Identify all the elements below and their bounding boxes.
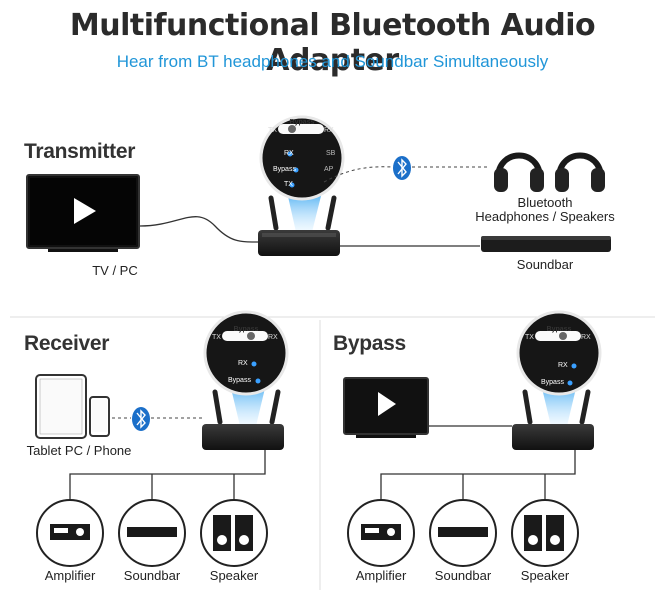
led-label-bypass: Bypass xyxy=(273,166,296,173)
mode-switch-zoom xyxy=(203,310,289,396)
mode-switch-zoom xyxy=(259,115,345,201)
switch-label-left: TX xyxy=(212,334,221,341)
led-label-bypass: Bypass xyxy=(541,379,564,386)
side-label-ap: AP xyxy=(324,166,334,173)
speaker-icon xyxy=(511,499,579,567)
bluetooth-label-line2: Headphones / Speakers xyxy=(475,209,615,224)
headphones-icon xyxy=(555,152,605,192)
switch-label-top: Bypass xyxy=(289,119,315,126)
led-label-tx: TX xyxy=(284,181,293,188)
switch-label-left: TX xyxy=(268,127,277,134)
bluetooth-label-line1: Bluetooth xyxy=(517,195,573,210)
soundbar-icon xyxy=(118,499,186,567)
section-title-receiver: Receiver xyxy=(24,332,110,355)
led-label-rx: RX xyxy=(284,150,294,157)
amplifier-icon xyxy=(347,499,415,567)
adapter-device xyxy=(258,192,340,256)
output-label-soundbar: Soundbar xyxy=(434,568,492,583)
headphones-icon xyxy=(494,152,544,192)
switch-label-right: RX xyxy=(581,334,591,341)
mode-switch-zoom xyxy=(516,310,602,396)
soundbar-label: Soundbar xyxy=(516,257,574,272)
led-label-bypass: Bypass xyxy=(228,377,251,384)
soundbar-icon xyxy=(429,499,497,567)
speaker-icon xyxy=(200,499,268,567)
output-label-soundbar: Soundbar xyxy=(123,568,181,583)
tv-monitor-icon xyxy=(26,174,140,252)
tablet-phone-label: Tablet PC / Phone xyxy=(26,443,132,458)
soundbar-icon xyxy=(481,236,611,252)
output-label-speaker: Speaker xyxy=(520,568,570,583)
output-label-amplifier: Amplifier xyxy=(44,568,96,583)
amplifier-icon xyxy=(36,499,104,567)
output-label-speaker: Speaker xyxy=(209,568,259,583)
tv-pc-label: TV / PC xyxy=(92,263,138,278)
switch-label-right: RX xyxy=(324,127,334,134)
side-label-sb: SB xyxy=(326,150,336,157)
page-subtitle: Hear from BT headphones and Soundbar Sim… xyxy=(116,52,549,71)
led-label-rx: RX xyxy=(558,362,568,369)
bluetooth-icon xyxy=(393,156,411,180)
section-title-transmitter: Transmitter xyxy=(24,140,136,163)
switch-label-right: RX xyxy=(268,334,278,341)
phone-icon xyxy=(89,396,110,437)
play-icon xyxy=(378,392,396,416)
output-label-amplifier: Amplifier xyxy=(355,568,407,583)
switch-label-top: Bypass xyxy=(546,326,572,333)
tablet-icon xyxy=(35,374,87,439)
tv-monitor-icon xyxy=(343,377,429,438)
switch-label-top: Bypass xyxy=(233,326,259,333)
page-title: Multifunctional Bluetooth Audio Adapter xyxy=(69,8,596,78)
switch-label-left: TX xyxy=(525,334,534,341)
play-icon xyxy=(74,198,96,224)
section-title-bypass: Bypass xyxy=(333,332,406,355)
bluetooth-icon xyxy=(132,407,150,431)
led-label-rx: RX xyxy=(238,360,248,367)
